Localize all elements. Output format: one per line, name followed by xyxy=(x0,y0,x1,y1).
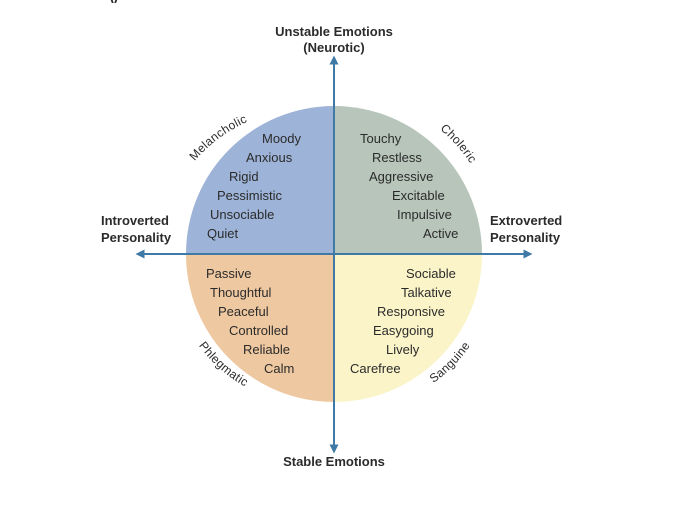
trait-phlegmatic: Thoughtful xyxy=(210,285,272,300)
trait-choleric: Excitable xyxy=(392,188,445,203)
trait-phlegmatic: Reliable xyxy=(243,342,290,357)
axis-label-right-line1: Extroverted xyxy=(490,213,562,228)
trait-melancholic: Anxious xyxy=(246,150,293,165)
trait-sanguine: Lively xyxy=(386,342,420,357)
trait-sanguine: Easygoing xyxy=(373,323,434,338)
trait-melancholic: Quiet xyxy=(207,226,238,241)
trait-choleric: Touchy xyxy=(360,131,402,146)
trait-melancholic: Rigid xyxy=(229,169,259,184)
trait-sanguine: Sociable xyxy=(406,266,456,281)
trait-melancholic: Moody xyxy=(262,131,302,146)
axis-label-bottom: Stable Emotions xyxy=(283,454,385,469)
trait-sanguine: Responsive xyxy=(377,304,445,319)
quadrant-melancholic xyxy=(186,106,334,254)
trait-choleric: Impulsive xyxy=(397,207,452,222)
trait-sanguine: Carefree xyxy=(350,361,401,376)
axis-label-left-line2: Personality xyxy=(101,230,172,245)
trait-phlegmatic: Controlled xyxy=(229,323,288,338)
trait-choleric: Active xyxy=(423,226,458,241)
trait-sanguine: Talkative xyxy=(401,285,452,300)
trait-melancholic: Pessimistic xyxy=(217,188,283,203)
axis-label-left-line1: Introverted xyxy=(101,213,169,228)
trait-phlegmatic: Calm xyxy=(264,361,294,376)
trait-choleric: Aggressive xyxy=(369,169,433,184)
trait-choleric: Restless xyxy=(372,150,422,165)
axis-label-top-line1: Unstable Emotions xyxy=(275,24,393,39)
trait-melancholic: Unsociable xyxy=(210,207,274,222)
trait-phlegmatic: Peaceful xyxy=(218,304,269,319)
quadrant-phlegmatic xyxy=(186,254,334,402)
axis-label-right-line2: Personality xyxy=(490,230,561,245)
quadrant-choleric xyxy=(334,106,482,254)
quadrant-sanguine xyxy=(334,254,482,402)
axis-label-top-line2: (Neurotic) xyxy=(303,40,364,55)
clipped-heading-fragment: y xyxy=(110,0,120,3)
trait-phlegmatic: Passive xyxy=(206,266,252,281)
